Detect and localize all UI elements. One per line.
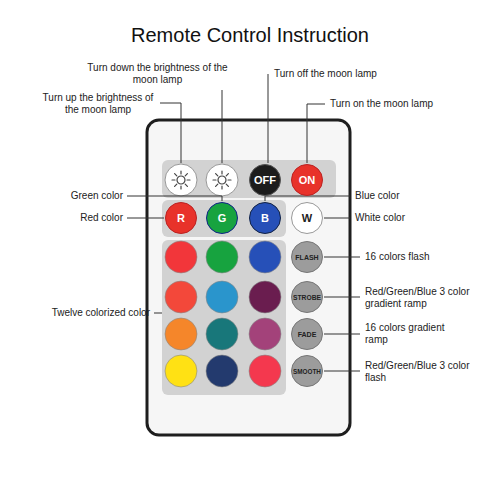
remote-button: B — [249, 202, 281, 234]
callout-label: Turn down the brightness of the moon lam… — [85, 62, 230, 86]
button-label: SMOOTH — [293, 368, 321, 375]
panel — [162, 240, 286, 395]
remote-button: FADE — [291, 318, 323, 350]
panel — [162, 160, 336, 198]
panel — [162, 200, 286, 237]
callout-label: 16 colors gradient ramp — [365, 322, 465, 346]
button-label: ON — [299, 174, 316, 186]
callout-label: Turn up the brightness of the moon lamp — [40, 92, 156, 116]
callout-label: Red/Green/Blue 3 color flash — [365, 360, 485, 384]
brightness-button — [165, 164, 197, 196]
callout-label: Turn on the moon lamp — [330, 98, 470, 110]
callout-label: Green color — [23, 190, 123, 202]
button-label: FLASH — [295, 254, 318, 261]
callout-label: Red color — [23, 212, 123, 224]
button-label: STROBE — [293, 294, 321, 301]
brightness-button — [206, 164, 238, 196]
remote-button: FLASH — [291, 241, 323, 273]
color-button — [165, 241, 281, 387]
remote-button: W — [291, 202, 323, 234]
diagram-title: Remote Control Instruction — [0, 24, 500, 47]
button-label: R — [177, 212, 185, 224]
button-label: W — [302, 212, 312, 224]
button-label: B — [261, 212, 269, 224]
callout-label: White color — [355, 212, 465, 224]
leader-line — [127, 74, 360, 371]
remote-button: ON — [291, 164, 323, 196]
remote-button: G — [206, 202, 238, 234]
callout-label: Blue color — [355, 190, 465, 202]
callout-label: Turn off the moon lamp — [274, 68, 414, 80]
remote-button: STROBE — [291, 281, 323, 313]
remote-button: SMOOTH — [291, 355, 323, 387]
callout-label: Twelve colorized color — [10, 307, 150, 319]
remote-body — [147, 120, 350, 435]
remote-button: R — [165, 202, 197, 234]
button-label: FADE — [298, 331, 317, 338]
button-label: OFF — [254, 174, 276, 186]
button-label: G — [218, 212, 227, 224]
callout-label: Red/Green/Blue 3 color gradient ramp — [365, 286, 485, 310]
callout-label: 16 colors flash — [365, 251, 485, 263]
remote-button: OFF — [249, 164, 281, 196]
